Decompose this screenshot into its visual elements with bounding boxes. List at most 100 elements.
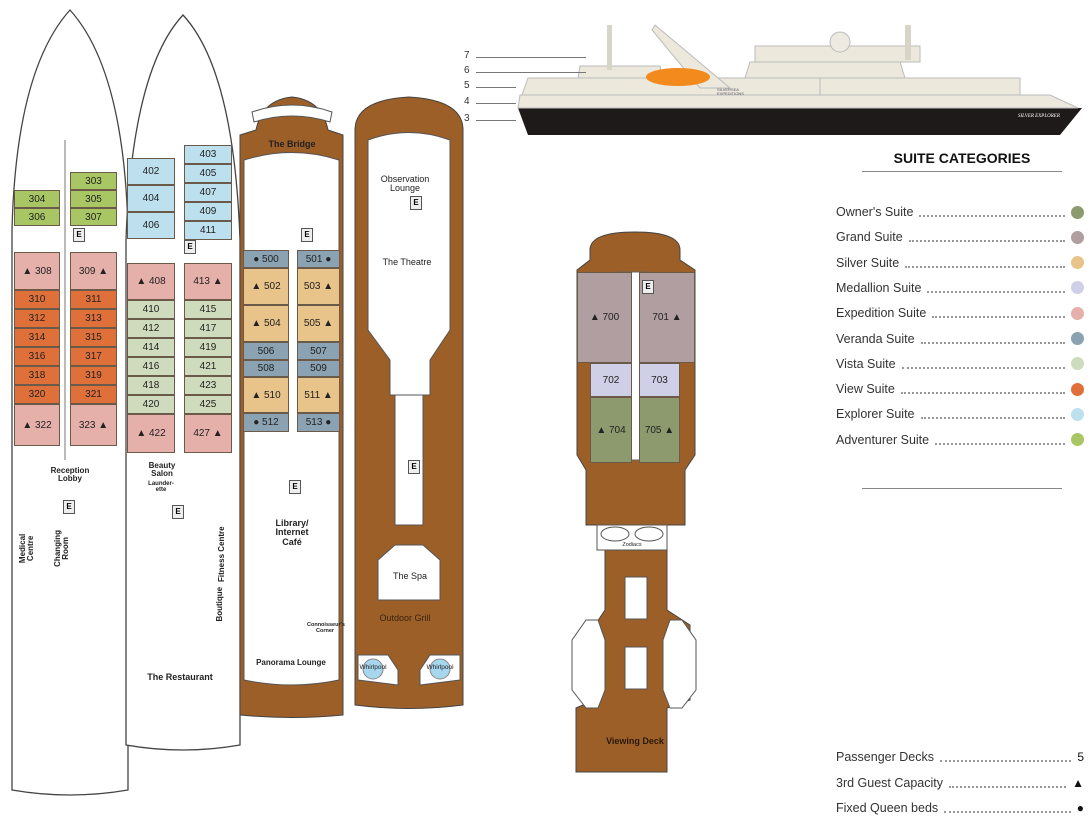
cabin-307[interactable]: 307	[70, 208, 117, 226]
cabin-321[interactable]: 321	[70, 385, 117, 404]
cabin-313[interactable]: 313	[70, 309, 117, 328]
cabin-508[interactable]: 508	[243, 360, 289, 377]
category-swatch-icon	[1071, 306, 1084, 320]
deck-number-6: 6	[464, 65, 470, 76]
cabin-704[interactable]: ▲ 704	[590, 397, 632, 463]
cabin-405[interactable]: 405	[184, 164, 232, 183]
cabin-308[interactable]: ▲ 308	[14, 252, 60, 290]
cabin-504[interactable]: ▲ 504	[243, 305, 289, 342]
cabin-427[interactable]: 427 ▲	[184, 414, 232, 453]
launderette-label: Launder-ette	[148, 481, 174, 494]
elevator-icon: E	[301, 228, 313, 242]
category-swatch-icon	[1071, 332, 1084, 345]
cabin-410[interactable]: 410	[127, 300, 175, 319]
cabin-420[interactable]: 420	[127, 395, 175, 414]
cabin-317[interactable]: 317	[70, 347, 117, 366]
cabin-416[interactable]: 416	[127, 357, 175, 376]
cabin-323[interactable]: 323 ▲	[70, 404, 117, 446]
cabin-510[interactable]: ▲ 510	[243, 377, 289, 413]
cabin-310[interactable]: 310	[14, 290, 60, 309]
cabin-502[interactable]: ▲ 502	[243, 268, 289, 305]
cabin-408[interactable]: ▲ 408	[127, 263, 175, 300]
cabin-316[interactable]: 316	[14, 347, 60, 366]
cabin-314[interactable]: 314	[14, 328, 60, 347]
cabin-312[interactable]: 312	[14, 309, 60, 328]
cabin-423[interactable]: 423	[184, 376, 232, 395]
cabin-409[interactable]: 409	[184, 202, 232, 221]
cabin-414[interactable]: 414	[127, 338, 175, 357]
cabin-503[interactable]: 503 ▲	[297, 268, 340, 305]
leader-dots	[905, 258, 1065, 268]
cabin-407[interactable]: 407	[184, 183, 232, 202]
ship-profile	[517, 24, 1082, 135]
deck-pointer-line	[476, 72, 586, 73]
cabin-303[interactable]: 303	[70, 172, 117, 190]
cabin-412[interactable]: 412	[127, 319, 175, 338]
connoisseurs-corner-label: Connoisseur's Corner	[307, 622, 345, 634]
leader-dots	[949, 778, 1067, 788]
cabin-320[interactable]: 320	[14, 385, 60, 404]
cabin-406[interactable]: 406	[127, 212, 175, 239]
cabin-702[interactable]: 702	[590, 363, 632, 397]
category-swatch-icon	[1071, 407, 1084, 421]
category-swatch-icon	[1071, 230, 1084, 244]
deck-number-5: 5	[464, 80, 470, 91]
cabin-309[interactable]: 309 ▲	[70, 252, 117, 290]
legend-item-vista: Vista Suite	[836, 355, 1084, 373]
deck-pointer-line	[476, 103, 516, 104]
cabin-415[interactable]: 415	[184, 300, 232, 319]
cabin-403[interactable]: 403	[184, 145, 232, 164]
cabin-507[interactable]: 507	[297, 342, 340, 360]
cabin-700[interactable]: ▲ 700	[577, 272, 632, 363]
cabin-322[interactable]: ▲ 322	[14, 404, 60, 446]
cabin-315[interactable]: 315	[70, 328, 117, 347]
cabin-425[interactable]: 425	[184, 395, 232, 414]
leader-dots	[939, 752, 1072, 762]
cabin-509[interactable]: 509	[297, 360, 340, 377]
changing-room-label: Changing Room	[53, 529, 71, 567]
elevator-icon: E	[63, 500, 75, 514]
cabin-318[interactable]: 318	[14, 366, 60, 385]
medical-centre-label: Medical Centre	[18, 533, 36, 564]
cabin-422[interactable]: ▲ 422	[127, 414, 175, 453]
cabin-506[interactable]: 506	[243, 342, 289, 360]
cabin-417[interactable]: 417	[184, 319, 232, 338]
elevator-icon: E	[408, 460, 420, 474]
legend-divider	[862, 171, 1062, 172]
legend-label: Expedition Suite	[836, 306, 927, 321]
leader-dots	[901, 359, 1065, 369]
beauty-salon-label: Beauty Salon	[148, 461, 176, 479]
deck-number-7: 7	[464, 50, 470, 61]
cabin-421[interactable]: 421	[184, 357, 232, 376]
cabin-411[interactable]: 411	[184, 221, 232, 240]
cabin-512[interactable]: ● 512	[243, 413, 289, 432]
cabin-402[interactable]: 402	[127, 158, 175, 185]
legend-item-view: View Suite	[836, 380, 1084, 398]
cabin-305[interactable]: 305	[70, 190, 117, 208]
cabin-501[interactable]: 501 ●	[297, 250, 340, 268]
legend-item-adventurer: Adventurer Suite	[836, 431, 1084, 449]
cabin-319[interactable]: 319	[70, 366, 117, 385]
cabin-418[interactable]: 418	[127, 376, 175, 395]
cabin-505[interactable]: 505 ▲	[297, 305, 340, 342]
fitness-centre-label: Fitness Centre	[216, 526, 226, 582]
cabin-419[interactable]: 419	[184, 338, 232, 357]
whirlpool-right-label: Whirlpool	[426, 664, 454, 671]
cabin-311[interactable]: 311	[70, 290, 117, 309]
cabin-404[interactable]: 404	[127, 185, 175, 212]
fact-label: Fixed Queen beds	[836, 801, 939, 815]
leader-dots	[919, 207, 1065, 217]
cabin-511[interactable]: 511 ▲	[297, 377, 340, 413]
cabin-306[interactable]: 306	[14, 208, 60, 226]
cabin-513[interactable]: 513 ●	[297, 413, 340, 432]
legend-item-veranda: Veranda Suite	[836, 330, 1084, 348]
reception-lobby-label: Reception Lobby	[50, 466, 90, 484]
legend-item-medallion: Medallion Suite	[836, 279, 1084, 297]
legend-label: Medallion Suite	[836, 280, 922, 295]
cabin-500[interactable]: ● 500	[243, 250, 289, 268]
cabin-413[interactable]: 413 ▲	[184, 263, 232, 300]
cabin-304[interactable]: 304	[14, 190, 60, 208]
cabin-705[interactable]: 705 ▲	[639, 397, 680, 463]
cabin-703[interactable]: 703	[639, 363, 680, 397]
